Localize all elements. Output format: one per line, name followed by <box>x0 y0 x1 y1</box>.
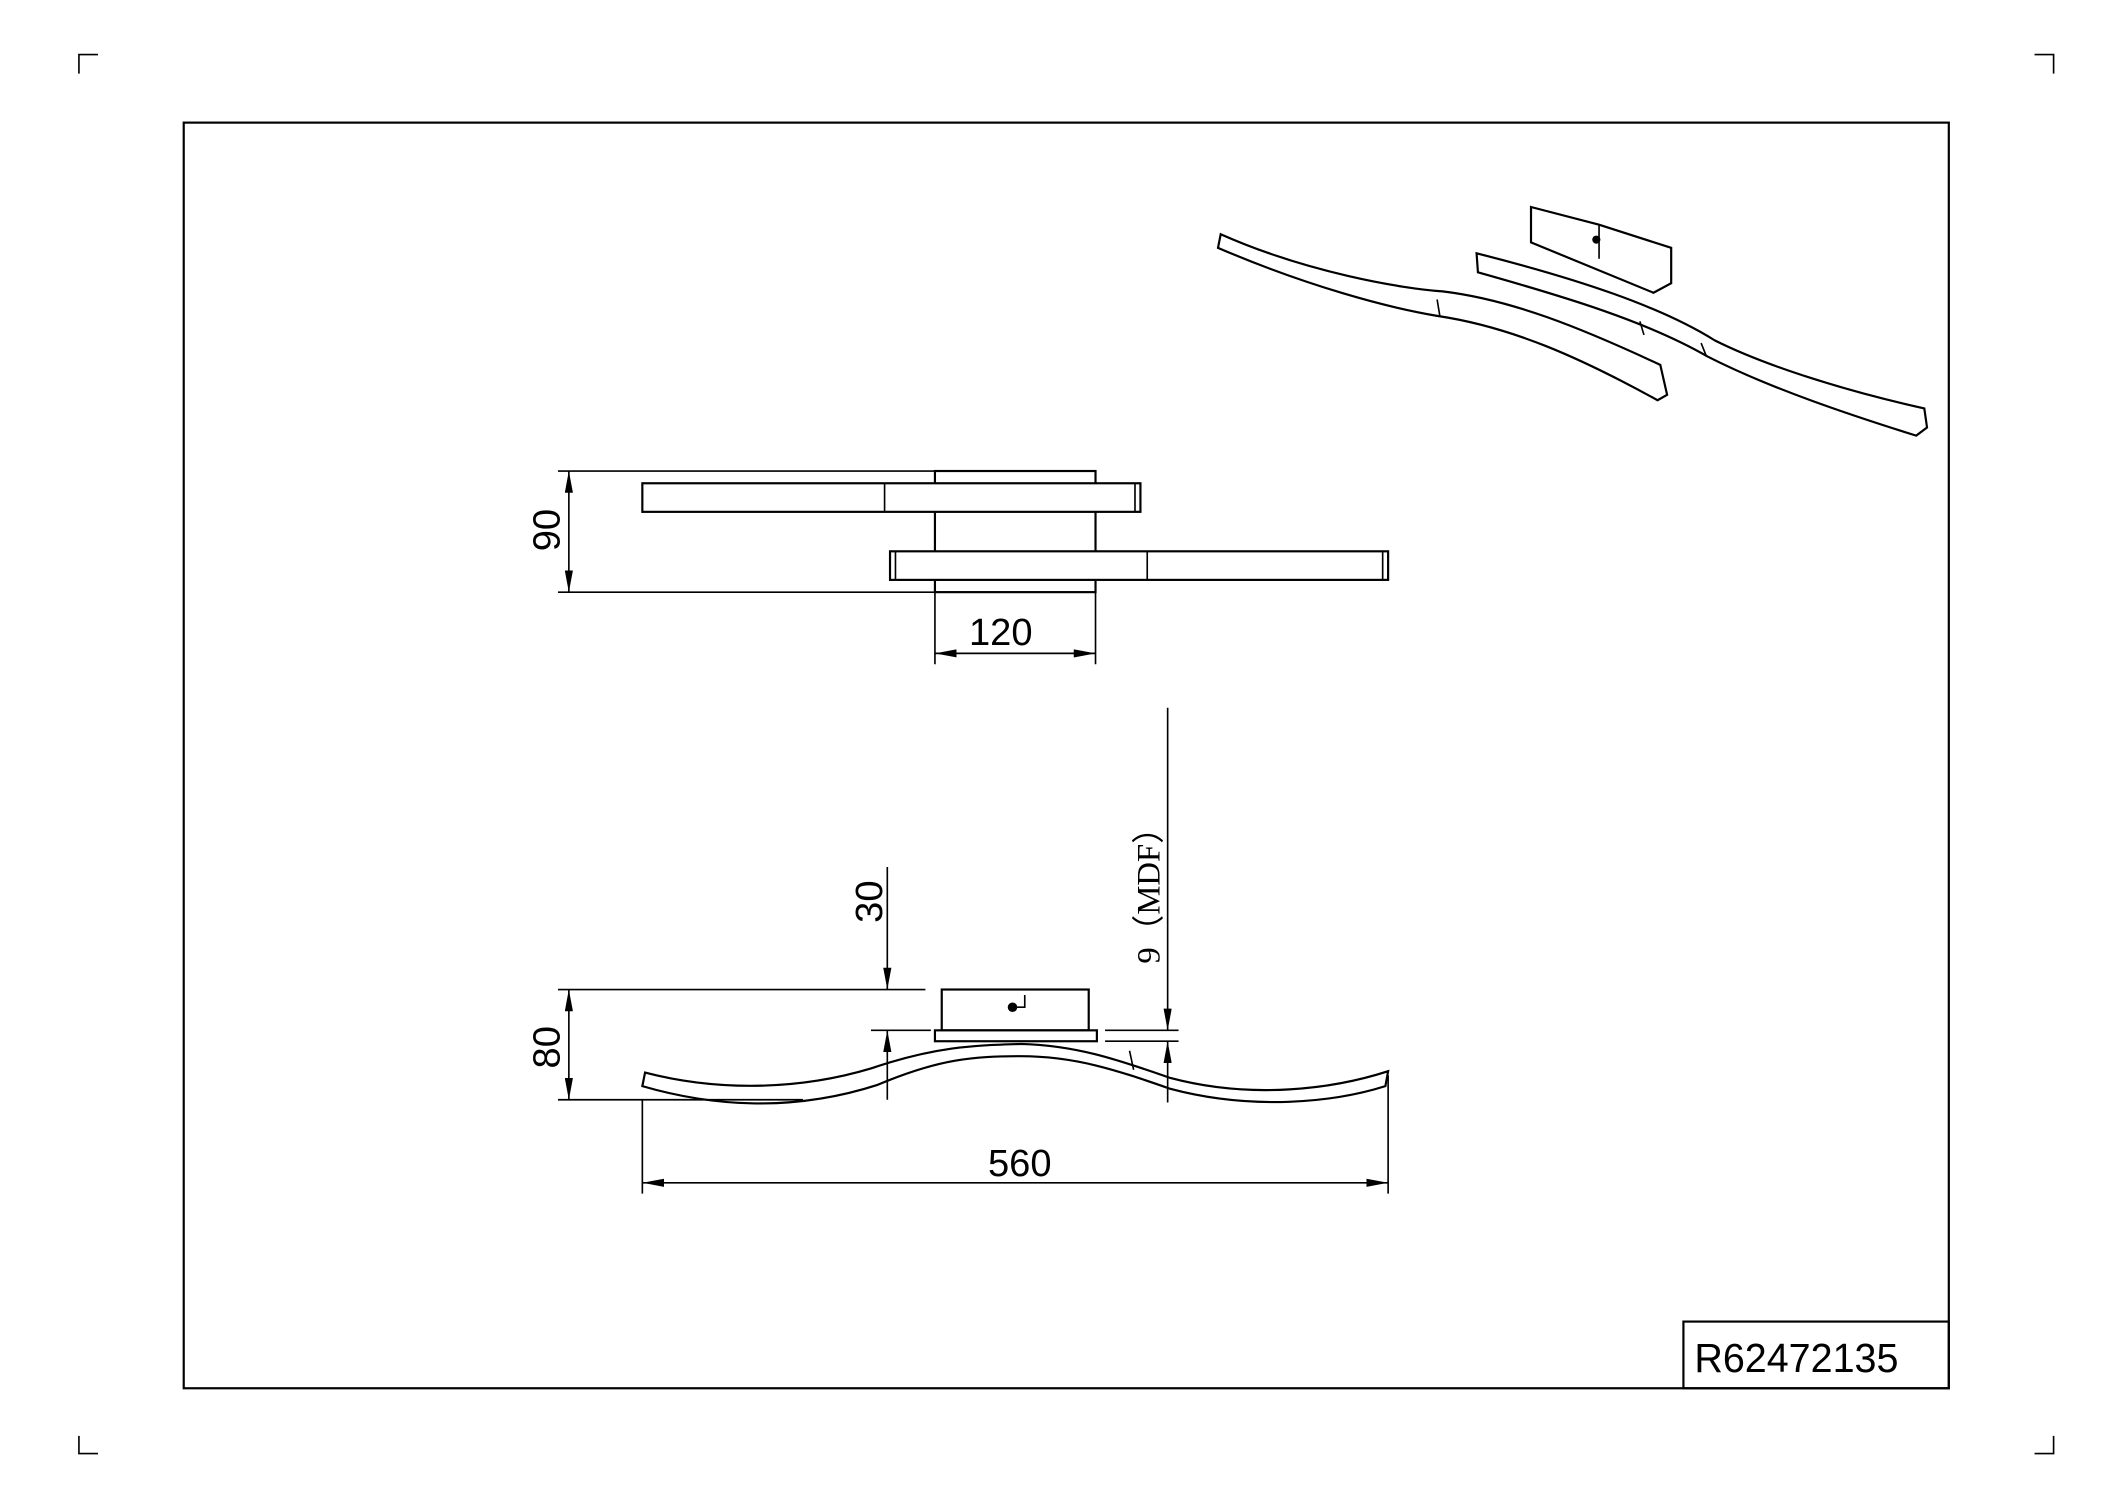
dim-width-120: 120 <box>969 612 1033 654</box>
product-code: R62472135 <box>1694 1335 1898 1381</box>
isometric-view <box>1216 205 1929 437</box>
title-block: R62472135 <box>1682 1320 1950 1390</box>
dim-height-90: 90 <box>526 509 568 551</box>
drawing-border <box>182 121 1950 1390</box>
side-view: 80 30 9（MDF） 560 <box>526 707 1390 1194</box>
dim-mdf-9: 9（MDF） <box>1131 811 1167 963</box>
top-view: 90 120 <box>526 469 1390 665</box>
dim-canopy-30: 30 <box>849 880 891 922</box>
dim-length-560: 560 <box>988 1143 1052 1185</box>
dim-height-80: 80 <box>526 1026 568 1068</box>
crop-marks <box>78 53 2055 1455</box>
